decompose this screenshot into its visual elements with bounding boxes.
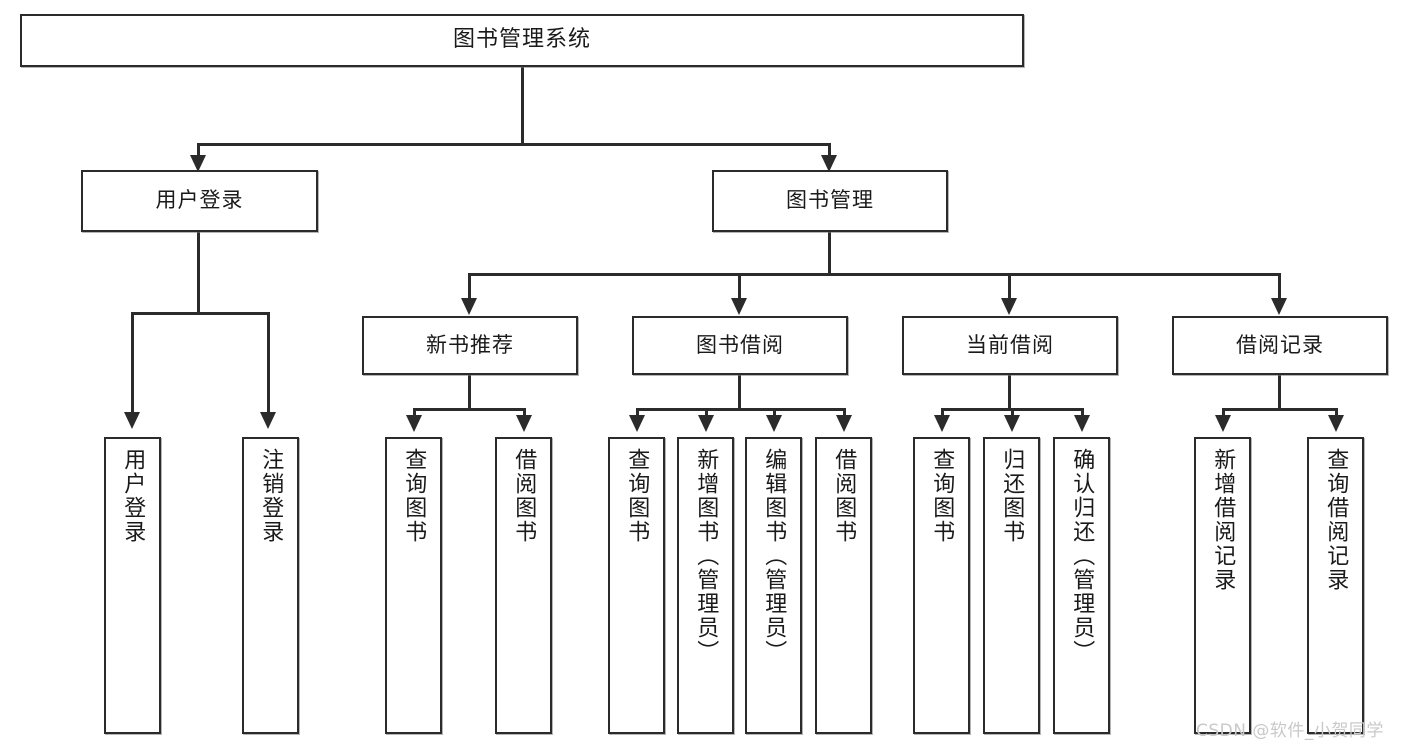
connector-user-login-to-leaf2 — [267, 312, 270, 415]
connector-bm-to-borrow-record — [1278, 273, 1281, 301]
node-label: 确认归还（管理员） — [1069, 448, 1095, 664]
node-label: 新增借阅记录 — [1210, 448, 1236, 592]
node-root-library-management-system[interactable]: 图书管理系统 — [20, 14, 1024, 67]
leaf-add-book-admin[interactable]: 新增图书（管理员） — [677, 437, 734, 734]
node-label: 借阅图书 — [511, 448, 537, 544]
node-label: 编辑图书（管理员） — [761, 448, 787, 664]
arrow-to-leaf-query-book-1 — [406, 415, 422, 432]
arrow-to-leaf-borrow-book-1 — [516, 415, 532, 432]
node-new-book-recommend[interactable]: 新书推荐 — [362, 316, 578, 375]
leaf-confirm-return-admin[interactable]: 确认归还（管理员） — [1053, 437, 1110, 734]
arrow-to-leaf-query-record — [1328, 415, 1344, 432]
arrow-to-leaf-confirm-return — [1074, 415, 1090, 432]
leaf-borrow-book-1[interactable]: 借阅图书 — [495, 437, 552, 734]
connector-bb-to-leaf1 — [636, 408, 639, 418]
leaf-query-book-1[interactable]: 查询图书 — [385, 437, 442, 734]
arrow-to-leaf-borrow-book-2 — [836, 415, 852, 432]
leaf-query-book-2[interactable]: 查询图书 — [608, 437, 665, 734]
node-label: 归还图书 — [999, 448, 1025, 544]
connector-user-login-trunk — [197, 232, 200, 314]
arrow-to-borrow-record — [1271, 298, 1287, 315]
connector-borrow-record-trunk — [1278, 375, 1281, 411]
node-current-borrow[interactable]: 当前借阅 — [902, 316, 1118, 375]
node-label: 查询图书 — [929, 448, 955, 544]
node-book-borrow[interactable]: 图书借阅 — [632, 316, 848, 375]
connector-bb-to-leaf4 — [843, 408, 846, 418]
node-label: 图书管理系统 — [452, 27, 591, 53]
node-label: 用户登录 — [120, 448, 146, 544]
connector-bm-to-new-book — [468, 273, 471, 301]
connector-new-book-trunk — [468, 375, 471, 411]
leaf-return-book[interactable]: 归还图书 — [983, 437, 1040, 734]
node-label: 图书管理 — [786, 188, 874, 213]
connector-book-borrow-bar — [636, 408, 846, 411]
connector-borrow-record-bar — [1222, 408, 1338, 411]
node-label: 用户登录 — [155, 188, 244, 213]
node-label: 注销登录 — [258, 448, 284, 544]
node-label: 新增图书（管理员） — [693, 448, 719, 664]
connector-root-to-book-manage — [828, 143, 831, 158]
leaf-query-borrow-record[interactable]: 查询借阅记录 — [1307, 437, 1364, 734]
connector-br-to-leaf2 — [1335, 408, 1338, 418]
arrow-to-leaf-logout — [260, 412, 276, 429]
connector-nb-to-leaf2 — [523, 408, 526, 418]
connector-user-login-to-leaf1 — [131, 312, 134, 415]
arrow-to-leaf-query-book-2 — [629, 415, 645, 432]
connector-cb-to-leaf3 — [1081, 408, 1084, 418]
arrow-to-leaf-edit-book — [766, 415, 782, 432]
arrow-to-new-book-recommend — [461, 298, 477, 315]
node-label: 图书借阅 — [696, 332, 784, 357]
connector-root-trunk — [521, 67, 524, 145]
arrow-to-book-borrow — [731, 298, 747, 315]
arrow-to-leaf-return-book — [1004, 415, 1020, 432]
node-label: 新书推荐 — [426, 332, 514, 357]
arrow-to-book-manage — [821, 155, 837, 172]
leaf-edit-book-admin[interactable]: 编辑图书（管理员） — [745, 437, 802, 734]
connector-current-borrow-trunk — [1008, 375, 1011, 411]
node-label: 借阅记录 — [1236, 332, 1324, 357]
leaf-add-borrow-record[interactable]: 新增借阅记录 — [1194, 437, 1251, 734]
node-label: 查询图书 — [624, 448, 650, 544]
arrow-to-leaf-query-book-3 — [934, 415, 950, 432]
csdn-watermark: CSDN @软件_小贺同学 — [1196, 721, 1384, 741]
leaf-query-book-3[interactable]: 查询图书 — [913, 437, 970, 734]
connector-root-bar — [197, 143, 830, 146]
connector-bm-to-book-borrow — [738, 273, 741, 301]
node-label: 借阅图书 — [831, 448, 857, 544]
arrow-to-leaf-add-book — [698, 415, 714, 432]
connector-root-to-user-login — [197, 143, 200, 158]
leaf-user-login[interactable]: 用户登录 — [104, 437, 161, 734]
connector-book-manage-trunk — [828, 232, 831, 276]
connector-cb-to-leaf1 — [941, 408, 944, 418]
connector-nb-to-leaf1 — [413, 408, 416, 418]
node-book-manage[interactable]: 图书管理 — [712, 170, 948, 232]
leaf-borrow-book-2[interactable]: 借阅图书 — [815, 437, 872, 734]
arrow-to-leaf-user-login — [124, 412, 140, 429]
arrow-to-current-borrow — [1001, 298, 1017, 315]
connector-bb-to-leaf2 — [705, 408, 708, 418]
node-label: 查询图书 — [401, 448, 427, 544]
connector-book-manage-bar — [468, 273, 1280, 276]
connector-new-book-bar — [413, 408, 526, 411]
node-label: 当前借阅 — [966, 332, 1054, 357]
connector-book-borrow-trunk — [738, 375, 741, 411]
arrow-to-user-login — [190, 155, 206, 172]
connector-bm-to-current-borrow — [1008, 273, 1011, 301]
connector-user-login-bar — [131, 312, 267, 315]
connector-cb-to-leaf2 — [1011, 408, 1014, 418]
leaf-logout[interactable]: 注销登录 — [242, 437, 299, 734]
connector-bb-to-leaf3 — [773, 408, 776, 418]
connector-br-to-leaf1 — [1222, 408, 1225, 418]
arrow-to-leaf-add-record — [1215, 415, 1231, 432]
node-borrow-record[interactable]: 借阅记录 — [1172, 316, 1388, 375]
node-user-login[interactable]: 用户登录 — [81, 170, 318, 232]
node-label: 查询借阅记录 — [1323, 448, 1349, 592]
